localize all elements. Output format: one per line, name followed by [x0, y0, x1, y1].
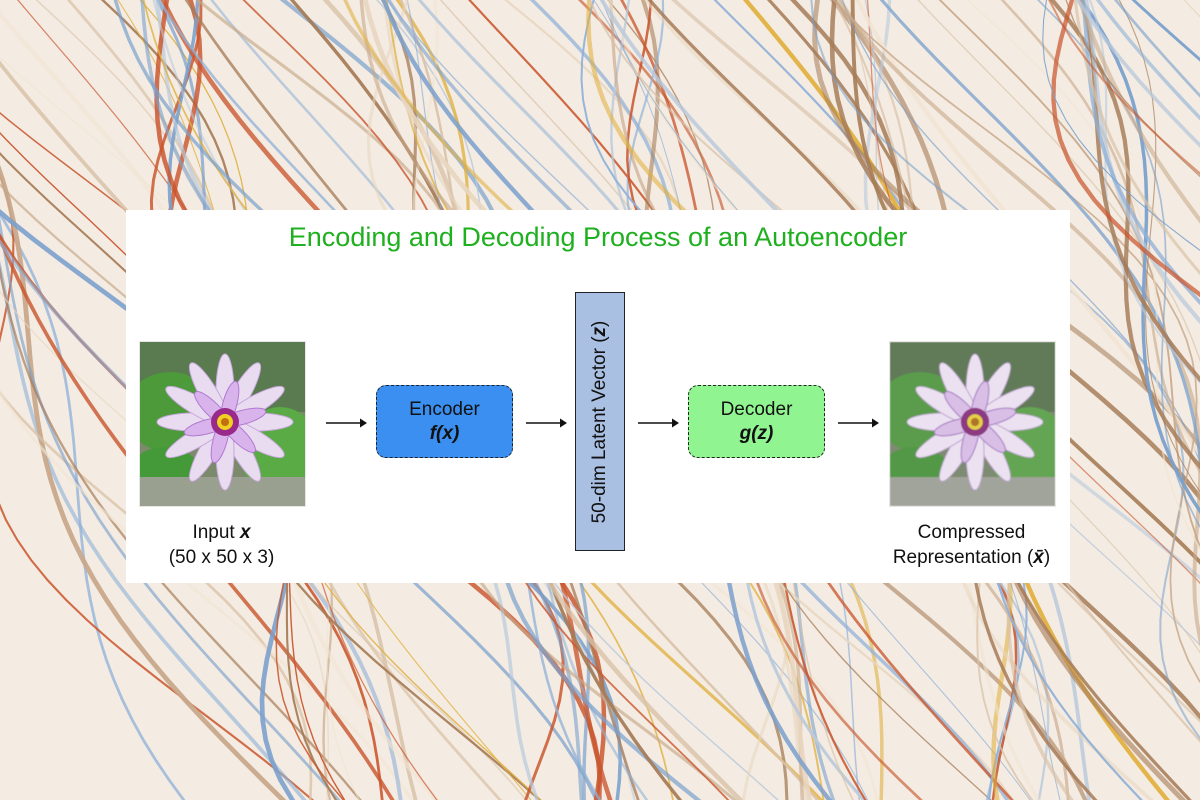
marble-streak — [812, 0, 1200, 452]
marble-streak — [1088, 0, 1200, 384]
marble-streak — [0, 211, 186, 800]
marble-streak — [1081, 0, 1200, 306]
marble-streak — [1118, 0, 1200, 493]
marble-streak — [0, 173, 315, 800]
marble-streak — [917, 0, 1200, 363]
marble-streak — [1084, 0, 1200, 325]
marble-streak — [0, 164, 287, 800]
marble-streak — [0, 260, 307, 800]
marble-streak — [1073, 0, 1200, 276]
marble-streak — [0, 264, 362, 800]
reconstructed-flower-image — [889, 341, 1056, 507]
diagram-title: Encoding and Decoding Process of an Auto… — [288, 222, 908, 252]
arrow-decoder-to-output — [838, 418, 879, 428]
marble-streak — [966, 0, 1200, 551]
arrow-input-to-encoder — [326, 418, 367, 428]
encoder-block: Encoder f(x) — [376, 385, 513, 458]
marble-streak — [0, 290, 330, 800]
latent-vector-block: 50-dim Latent Vector (z) — [575, 292, 625, 551]
input-flower-image — [139, 341, 306, 507]
marble-streak — [835, 0, 1200, 647]
arrow-encoder-to-latent — [526, 418, 567, 428]
marble-streak — [1075, 0, 1200, 148]
latent-vector-label: 50-dim Latent Vector (z) — [589, 320, 610, 523]
marble-streak — [1051, 0, 1200, 298]
marble-streak — [0, 233, 395, 800]
decoder-block: Decoder g(z) — [688, 385, 825, 458]
input-caption: Input x (50 x 50 x 3) — [168, 522, 275, 568]
marble-streak — [938, 0, 1200, 550]
marble-streak — [810, 0, 1200, 740]
marble-streak — [841, 0, 1200, 466]
marble-streak — [879, 0, 1200, 469]
marble-streak — [832, 0, 1200, 684]
marble-streak — [1048, 0, 1200, 175]
arrow-latent-to-decoder — [638, 418, 679, 428]
marble-streak — [1077, 0, 1200, 224]
marble-streak — [1049, 0, 1200, 470]
marble-streak — [0, 390, 415, 800]
diagram-panel: Encoding and Decoding Process of an Auto… — [126, 210, 1070, 583]
marble-streak — [1079, 0, 1200, 515]
output-caption: Compressed Representation (x̄) — [892, 522, 1051, 568]
marble-streak — [829, 0, 1200, 502]
marble-streak — [1042, 0, 1200, 252]
